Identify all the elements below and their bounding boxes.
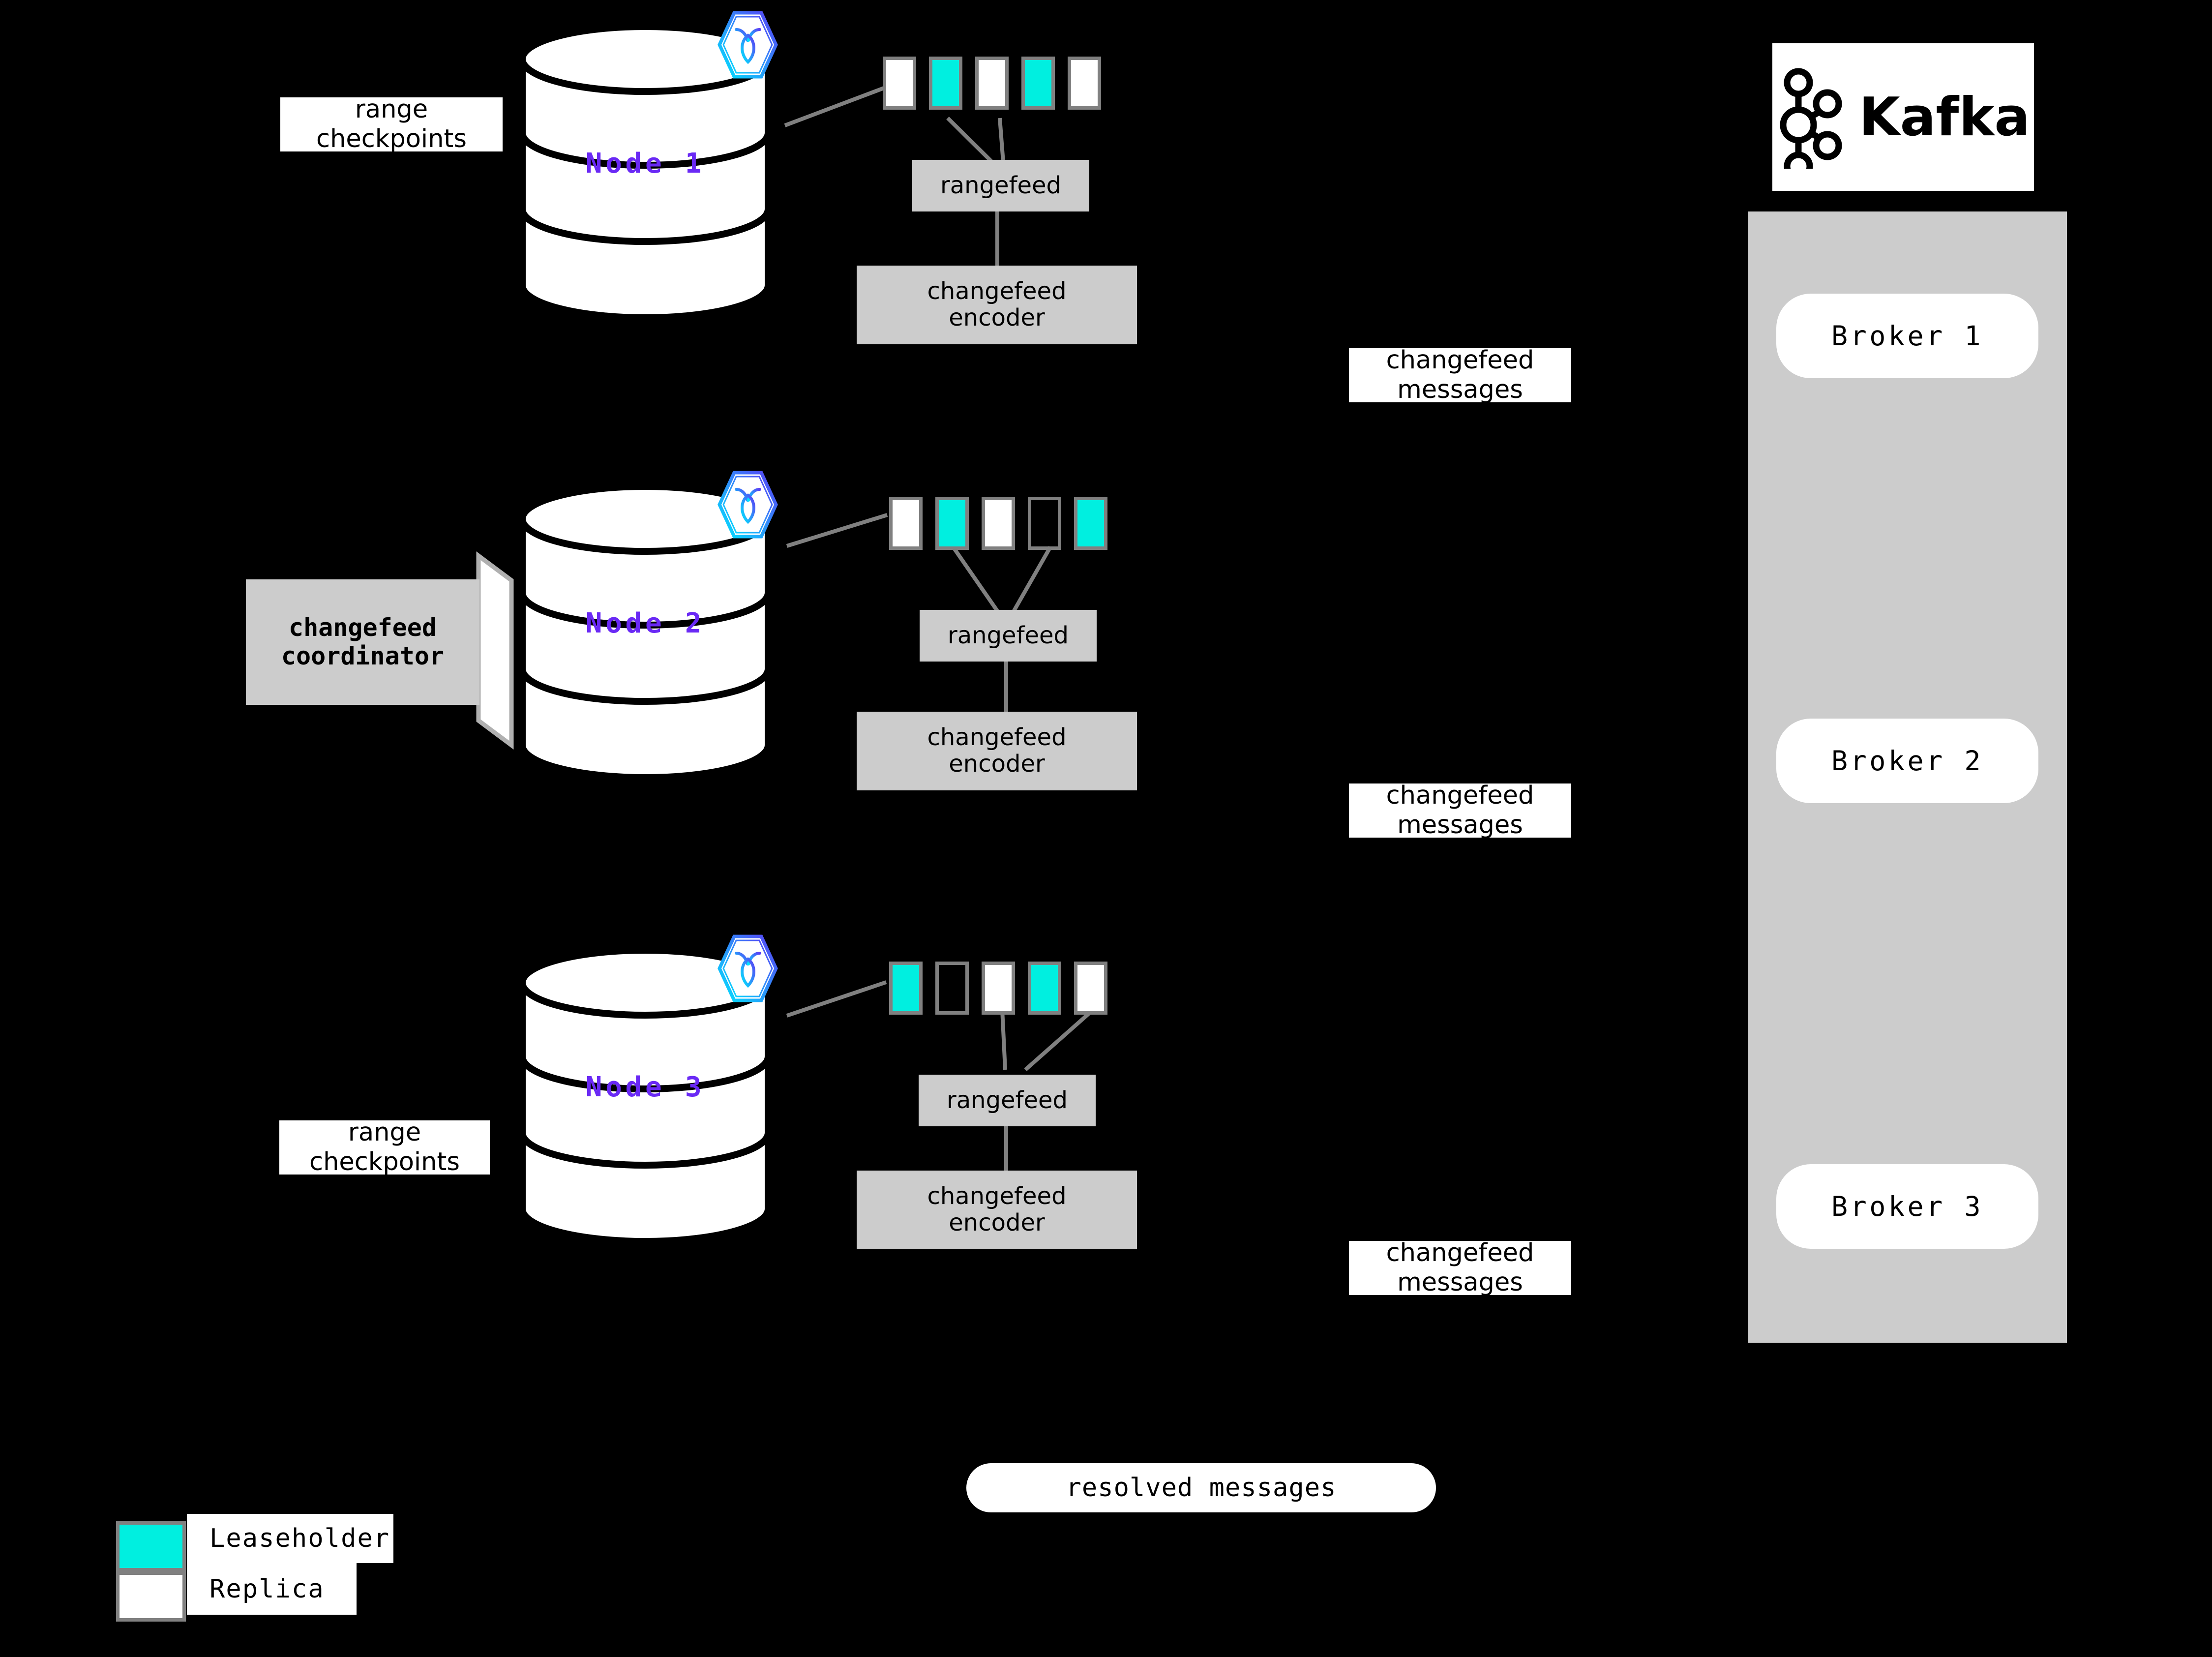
range-box[interactable]: [1074, 497, 1107, 550]
cockroachdb-logo-icon: [715, 471, 781, 539]
range-box[interactable]: [975, 57, 1009, 110]
broker-2[interactable]: Broker 2: [1776, 719, 2038, 803]
node-1-changefeed-messages-label: changefeed messages: [1349, 345, 1571, 404]
resolved-messages-pill[interactable]: resolved messages: [966, 1463, 1436, 1512]
range-box[interactable]: [889, 497, 923, 550]
range-box[interactable]: [935, 497, 969, 550]
node-1-changefeed-encoder-box[interactable]: changefeed encoder: [857, 266, 1137, 344]
cockroachdb-logo-icon: [715, 934, 781, 1002]
range-box[interactable]: [889, 962, 923, 1015]
range-box[interactable]: [935, 962, 969, 1015]
node-3-changefeed-encoder-box[interactable]: changefeed encoder: [857, 1171, 1137, 1249]
node-3-label: Node 3: [585, 1071, 705, 1103]
range-box[interactable]: [1074, 962, 1107, 1015]
node-1-cylinder: Node 1: [515, 25, 775, 320]
node-2-rangefeed-box[interactable]: rangefeed: [920, 610, 1097, 662]
node-2-changefeed-encoder-box[interactable]: changefeed encoder: [857, 712, 1137, 790]
kafka-logo: Kafka: [1772, 43, 2034, 191]
range-box[interactable]: [982, 497, 1015, 550]
changefeed-coordinator-callout[interactable]: changefeed coordinator: [246, 551, 526, 757]
node-2-changefeed-messages-label: changefeed messages: [1349, 781, 1571, 840]
range-box[interactable]: [1021, 57, 1055, 110]
kafka-wordmark: Kafka: [1858, 86, 2031, 148]
range-box[interactable]: [982, 962, 1015, 1015]
kafka-mark-icon: [1780, 68, 1842, 169]
node-3-ranges: [889, 962, 1107, 1015]
node-1-changefeed-messages-text: changefeed messages: [1386, 345, 1534, 404]
range-box[interactable]: [883, 57, 916, 110]
node-2-changefeed-messages-text: changefeed messages: [1386, 781, 1534, 840]
range-box[interactable]: [929, 57, 962, 110]
legend-label-replica: Replica: [187, 1563, 357, 1615]
node-1-ranges: [883, 57, 1101, 110]
node-2-cylinder: Node 2: [515, 484, 775, 780]
node-3-range-checkpoints-text: range checkpoints: [309, 1117, 460, 1176]
changefeed-coordinator-box: changefeed coordinator: [246, 579, 479, 705]
node-1-rangefeed-box[interactable]: rangefeed: [912, 160, 1089, 211]
legend-swatch-leaseholder: [116, 1521, 186, 1571]
legend-label-leaseholder: Leaseholder: [187, 1514, 393, 1563]
broker-3[interactable]: Broker 3: [1776, 1164, 2038, 1249]
node-1-range-checkpoints-label: range checkpoints: [280, 94, 503, 153]
range-box[interactable]: [1028, 962, 1061, 1015]
node-3-changefeed-messages-text: changefeed messages: [1386, 1238, 1534, 1297]
node-3-cylinder: Node 3: [515, 948, 775, 1243]
legend-swatch-replica: [116, 1571, 186, 1622]
node-3-changefeed-messages-label: changefeed messages: [1349, 1238, 1571, 1297]
node-3-range-checkpoints-label: range checkpoints: [279, 1117, 490, 1176]
node-2-ranges: [889, 497, 1107, 550]
broker-1[interactable]: Broker 1: [1776, 294, 2038, 378]
node-1-label: Node 1: [585, 148, 705, 180]
node-2-label: Node 2: [585, 607, 705, 639]
cockroachdb-logo-icon: [715, 11, 781, 79]
node-3-rangefeed-box[interactable]: rangefeed: [919, 1075, 1096, 1126]
node-1-range-checkpoints-text: range checkpoints: [316, 94, 467, 153]
range-box[interactable]: [1068, 57, 1101, 110]
range-box[interactable]: [1028, 497, 1061, 550]
